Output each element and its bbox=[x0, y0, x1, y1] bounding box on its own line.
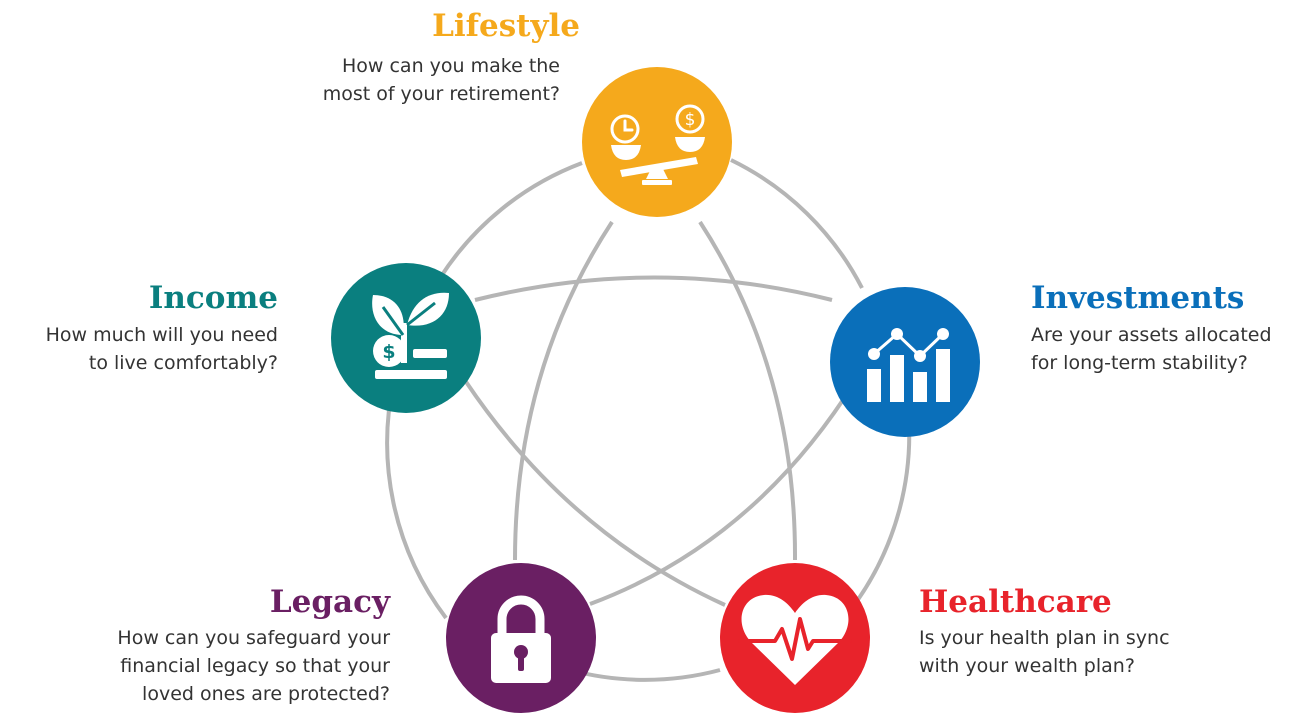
money-plant-icon: $ bbox=[331, 263, 481, 413]
bar-chart-icon bbox=[830, 287, 980, 437]
star-curve-lifestyle-healthcare bbox=[698, 220, 798, 561]
lifestyle-title: Lifestyle bbox=[432, 8, 580, 44]
income-description: How much will you need to live comfortab… bbox=[45, 324, 278, 374]
investments-title: Investments bbox=[1031, 280, 1245, 316]
income-node: $ bbox=[331, 263, 481, 413]
svg-text:$: $ bbox=[685, 110, 696, 130]
ring-arc-lifestyle-investments bbox=[730, 158, 864, 289]
lifestyle-description: How can you make the most of your retire… bbox=[322, 55, 560, 105]
income-title: Income bbox=[148, 280, 278, 316]
healthcare-title: Healthcare bbox=[919, 584, 1112, 620]
lifestyle-node: $ bbox=[582, 67, 732, 217]
investments-node bbox=[830, 287, 980, 437]
star-curve-investments-legacy bbox=[589, 363, 867, 606]
star-curve-lifestyle-legacy bbox=[513, 220, 614, 561]
legacy-title: Legacy bbox=[269, 584, 390, 620]
legacy-description: How can you safeguard your financial leg… bbox=[117, 627, 390, 705]
star-curve-income-investments bbox=[474, 275, 833, 302]
balance-scale-icon: $ bbox=[582, 67, 732, 217]
healthcare-node bbox=[720, 563, 870, 713]
legacy-node bbox=[446, 563, 596, 713]
ring-arc-income-lifestyle bbox=[438, 161, 583, 280]
heartbeat-icon bbox=[720, 563, 870, 713]
healthcare-description: Is your health plan in sync with your we… bbox=[919, 627, 1170, 677]
svg-text:$: $ bbox=[382, 341, 395, 363]
padlock-icon bbox=[446, 563, 596, 713]
investments-description: Are your assets allocated for long-term … bbox=[1031, 324, 1272, 374]
star-curve-income-healthcare bbox=[453, 363, 726, 607]
